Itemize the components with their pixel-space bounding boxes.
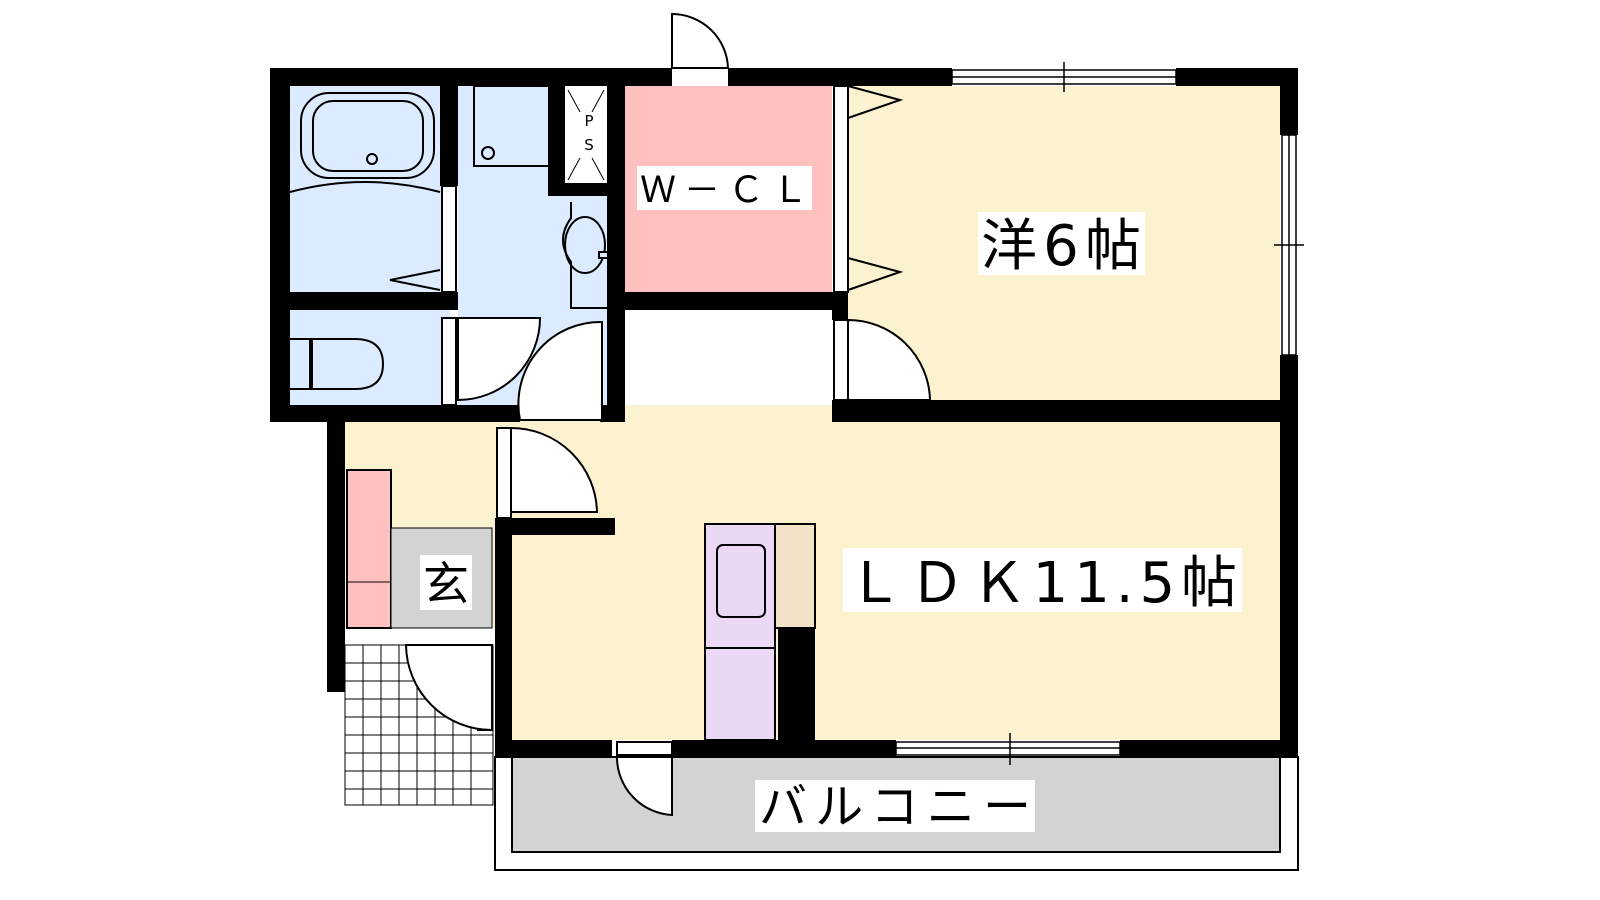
balcony-door[interactable] [615,756,673,817]
entrance-door[interactable] [404,644,493,732]
washroom-door[interactable] [517,320,603,421]
western-room-label: 洋6帖 [981,214,1141,279]
window-top [951,62,1177,92]
toilet-door-frame [441,317,457,406]
toilet-door[interactable] [457,317,542,402]
bath-door[interactable] [441,185,457,293]
walls [270,68,1298,757]
ldk-label: ＬＤＫ11.5帖 [847,551,1237,616]
balcony-label: バルコニー [759,779,1031,835]
wcl-door[interactable] [833,85,849,293]
bathtub-icon [289,92,441,193]
window-bottom [895,733,1121,765]
shoe-cabinet [346,469,392,629]
toilet-icon [290,338,385,390]
toilet-floor [290,310,450,405]
ps-label-s: S [584,136,594,154]
sink-icon [562,202,610,309]
window-right [1274,134,1304,356]
ps-shaft [565,86,607,183]
hall-door[interactable] [510,426,599,513]
bath-door-arrow [389,269,441,291]
western-room-door[interactable] [847,318,932,401]
door-top[interactable] [671,12,730,69]
ps-label-p: P [584,112,593,130]
entrance-label: 玄 [423,557,469,611]
kitchen [704,523,816,741]
